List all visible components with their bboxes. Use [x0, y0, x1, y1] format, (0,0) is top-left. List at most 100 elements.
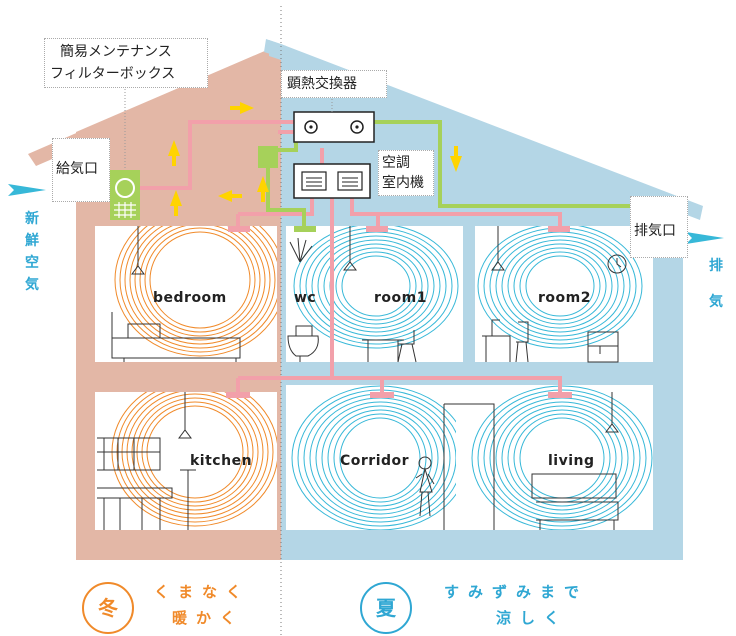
airflow-ring: [321, 405, 439, 511]
filter-box-label-line2: フィルターボックス: [50, 66, 176, 82]
fan-icon: [304, 120, 318, 134]
vent-room1: [366, 226, 388, 232]
room2-chair-illustration: [515, 321, 529, 363]
indoor-unit-label-line1: 空調: [382, 155, 410, 171]
airflow-ring: [317, 239, 435, 333]
airflow-ring: [507, 243, 613, 329]
exhaust-label: 排気: [709, 258, 723, 310]
airflow-ring: [477, 226, 643, 349]
filter-box-label-line1: 簡易メンテナンス: [60, 44, 172, 60]
airflow-ring: [501, 239, 619, 333]
summer-caption-line2: 涼しく: [496, 609, 569, 627]
filter-fan-icon: [115, 178, 135, 198]
vents: [226, 146, 572, 398]
swirl-bedroom: [114, 226, 277, 357]
airflow-ring: [144, 227, 256, 333]
corridor-door-illustration: [443, 403, 495, 530]
winter-caption-line1: くまなく: [154, 583, 251, 601]
vent-bedroom: [228, 226, 250, 232]
kitchen-counter-illustration: [97, 487, 173, 530]
fresh-air-label: 新鮮空気: [25, 211, 39, 293]
wc-plant-illustration: [289, 237, 313, 263]
roof-left-eave: [28, 44, 281, 166]
airflow-ring: [333, 413, 427, 503]
bed-illustration: [111, 312, 241, 362]
airflow-ring: [341, 255, 411, 317]
airflow-ring: [495, 235, 625, 337]
room-label-room1: room1: [374, 290, 427, 306]
pendant-light-room1: [343, 226, 357, 271]
living-tv-illustration: [531, 473, 619, 530]
vent-room2: [548, 226, 570, 232]
arrow-up-icon: [168, 140, 180, 166]
roof-ridge-tip: [264, 39, 286, 58]
arrow-right-icon: [230, 102, 254, 114]
vent-corridor: [370, 392, 394, 398]
airflow-ring: [134, 226, 266, 341]
furniture-line-art: [97, 226, 627, 530]
indoor-unit-panel-icon: [337, 171, 363, 191]
airflow-ring: [327, 409, 433, 507]
room-bedroom: [95, 226, 277, 362]
exhaust-air-arrow-icon: [686, 232, 724, 244]
fan-icon: [350, 120, 364, 134]
room1-chair-illustration: [397, 330, 417, 363]
vent-living: [548, 392, 572, 398]
airflow-ring: [139, 226, 261, 337]
room-label-kitchen: kitchen: [190, 453, 253, 469]
supply-duct-network: [134, 120, 562, 396]
summer-caption-line1: すみずみまで: [444, 583, 589, 601]
clock-illustration: [607, 254, 627, 274]
room-label-wc: wc: [294, 290, 317, 306]
indoor-unit: [293, 163, 371, 199]
exhaust-port-callout: [630, 196, 688, 258]
airflow-ring: [495, 401, 629, 515]
supply-port-callout: [52, 138, 110, 202]
indoor-unit-callout: [378, 150, 434, 196]
filter-box-callout: [44, 38, 208, 88]
room2-shelf-illustration: [587, 331, 619, 363]
airflow-ring: [507, 409, 617, 507]
winter-badge: 冬: [82, 582, 134, 634]
airflow-ring: [519, 251, 601, 321]
arrow-left-icon: [218, 190, 242, 202]
pendant-light-kitchen: [178, 392, 192, 439]
indoor-unit-label-line2: 室内機: [382, 175, 424, 191]
swirl-room2: [477, 226, 643, 349]
airflow-ring: [119, 226, 277, 353]
supply-port-label: 給気口: [56, 161, 98, 177]
room-label-bedroom: bedroom: [153, 290, 227, 306]
indoor-unit-panel-icon: [301, 171, 327, 191]
airflow-ring: [525, 255, 595, 317]
airflow-ring: [339, 417, 421, 499]
room2-desk-illustration: [482, 319, 511, 362]
kitchen-shelf-illustration: [97, 437, 161, 471]
vent-kitchen: [226, 392, 250, 398]
heat-exchanger-callout: [281, 70, 387, 98]
vent-wc: [294, 226, 316, 232]
airflow-ring: [293, 226, 459, 349]
airflow-ring: [501, 405, 623, 511]
airflow-ring: [323, 243, 429, 329]
heat-exchanger-label: 顕熱交換器: [287, 76, 357, 92]
room-label-corridor: Corridor: [340, 453, 410, 469]
room-kitchen: [95, 392, 277, 530]
pendant-light-bedroom: [131, 226, 145, 275]
arrow-down-icon: [450, 146, 462, 172]
arrow-up-icon: [170, 190, 182, 216]
airflow-ring: [114, 226, 277, 357]
winter-caption-line2: 暖かく: [172, 609, 245, 627]
airflow-ring: [311, 235, 441, 337]
airflow-ring: [513, 247, 607, 325]
exhaust-damper: [258, 146, 278, 168]
pendant-light-living: [605, 392, 619, 433]
room-label-living: living: [548, 453, 595, 469]
airflow-ring: [129, 226, 271, 345]
airflow-ring: [149, 231, 251, 329]
filter-grille-icon: [114, 202, 136, 218]
airflow-ring: [124, 226, 276, 349]
room-label-room2: room2: [538, 290, 591, 306]
exhaust-port-label: 排気口: [634, 223, 676, 239]
pendant-light-room2: [491, 226, 505, 271]
